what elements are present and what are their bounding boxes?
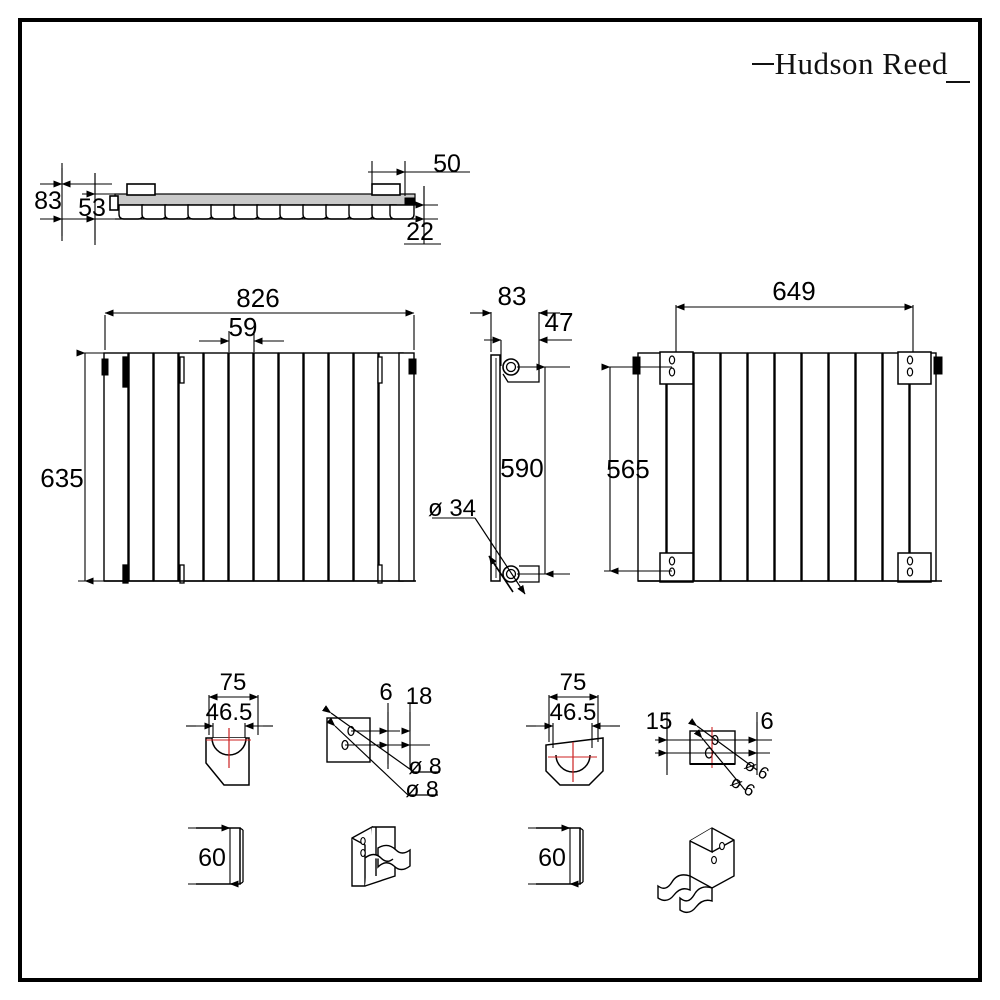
front-view-fins <box>103 352 415 582</box>
dim-a-465: 46.5 <box>206 699 253 726</box>
bracket-b-hole-detail <box>655 712 772 791</box>
bracket-a-side-view <box>188 824 244 888</box>
bracket-b-side-view <box>528 824 584 888</box>
dim-front-635: 635 <box>40 463 83 493</box>
dim-side-47: 47 <box>545 307 574 337</box>
dim-b-60: 60 <box>538 844 566 872</box>
dim-side-590: 590 <box>500 453 543 483</box>
dim-a-18: 18 <box>406 683 433 710</box>
dim-front-826: 826 <box>236 283 279 313</box>
top-view <box>40 161 470 245</box>
dim-b-15: 15 <box>646 708 673 735</box>
rear-mount-brackets <box>659 351 932 583</box>
dim-side-d34: ø 34 <box>428 495 476 522</box>
bracket-b-isometric <box>657 827 735 914</box>
bracket-a-hole-detail <box>321 703 440 796</box>
dim-b-465: 46.5 <box>550 699 597 726</box>
dim-b-6: 6 <box>760 708 773 735</box>
brand-rule-left-icon <box>752 63 774 65</box>
dim-a-d8-1: ø 8 <box>408 753 441 779</box>
sheet-border <box>18 18 982 982</box>
dim-top-83: 83 <box>34 187 62 215</box>
dim-rear-649: 649 <box>772 276 815 306</box>
front-view <box>76 309 417 585</box>
brand-logo-text: Hudson Reed <box>774 46 948 81</box>
bracket-a-isometric <box>351 825 411 887</box>
brand-rule-right-icon <box>946 81 970 83</box>
rear-view-fins <box>637 352 937 582</box>
dim-front-59: 59 <box>229 312 258 342</box>
dim-a-6: 6 <box>379 679 392 706</box>
dim-top-22: 22 <box>406 218 434 246</box>
dim-side-83: 83 <box>498 281 527 311</box>
dim-b-75: 75 <box>560 669 587 696</box>
bracket-a-profile <box>186 693 273 786</box>
dim-top-50: 50 <box>433 150 461 178</box>
dim-rear-565: 565 <box>606 454 649 484</box>
side-view <box>432 309 572 595</box>
dim-a-75: 75 <box>220 669 247 696</box>
dim-top-53: 53 <box>78 194 106 222</box>
dim-a-d8-2: ø 8 <box>405 776 438 802</box>
rear-view <box>601 303 943 583</box>
top-view-fins <box>118 204 415 220</box>
bracket-b-profile <box>526 693 620 786</box>
dim-a-60: 60 <box>198 844 226 872</box>
